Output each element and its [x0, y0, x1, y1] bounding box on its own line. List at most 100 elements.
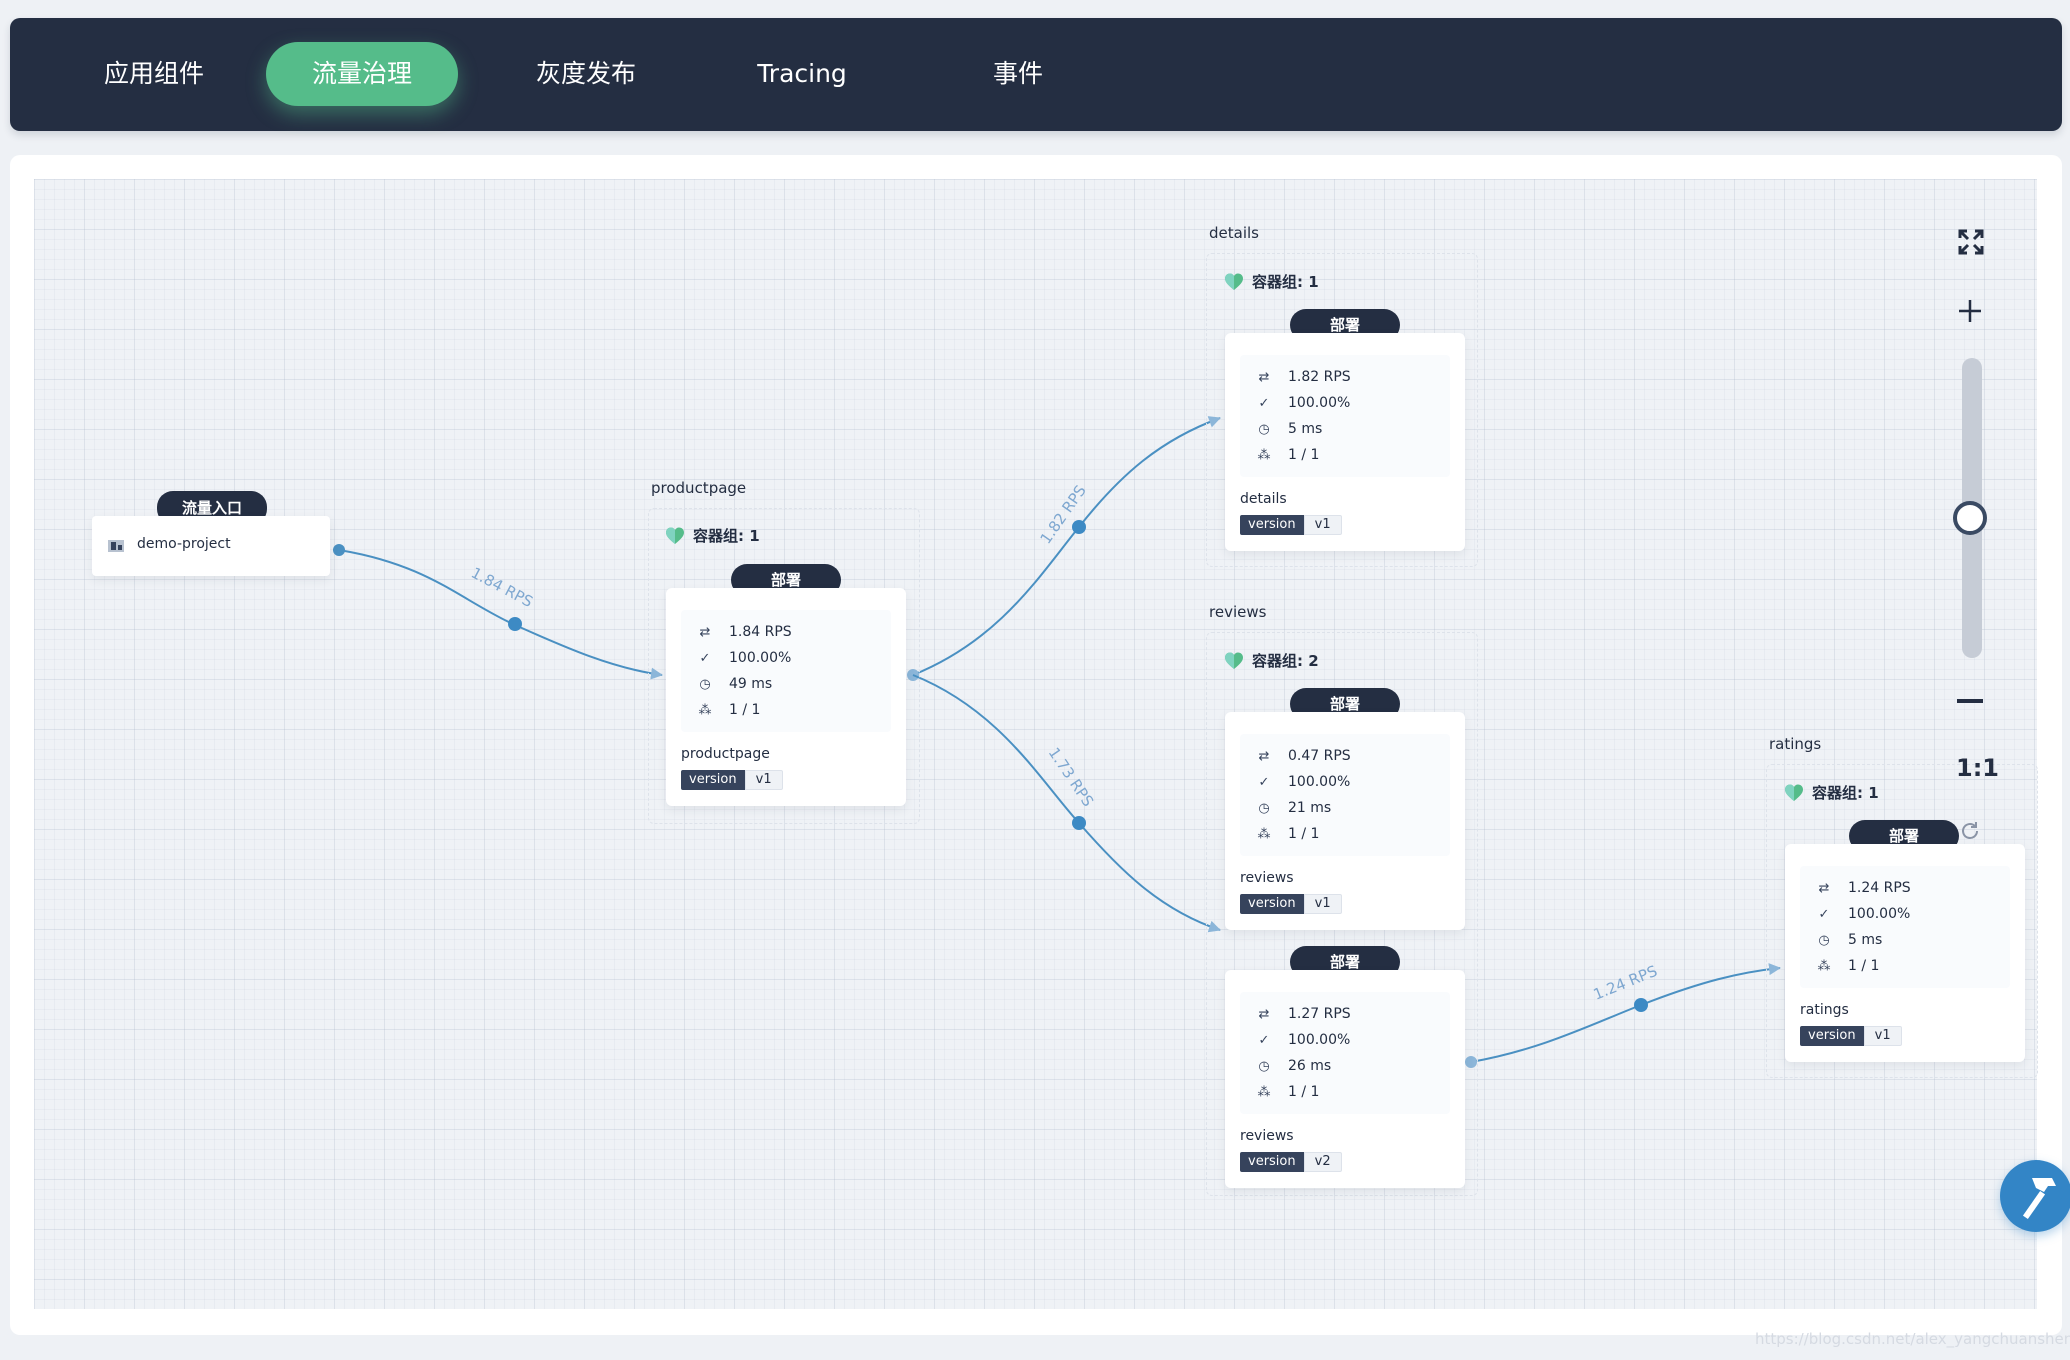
workload-card-ratings-v1[interactable]: ⇄1.24 RPS ✓100.00% ◷5 ms ⁂1 / 1 ratings …	[1785, 844, 2025, 1062]
tab-grayscale-release[interactable]: 灰度发布	[535, 59, 636, 88]
latency-icon: ◷	[1818, 932, 1830, 948]
rps-icon: ⇄	[1818, 880, 1830, 896]
workload-name: productpage	[681, 746, 770, 762]
heart-icon	[1785, 784, 1803, 801]
workload-card-details-v1[interactable]: ⇄1.82 RPS ✓100.00% ◷5 ms ⁂1 / 1 details …	[1225, 333, 1465, 551]
service-health-reviews: 容器组: 2	[1224, 650, 1319, 671]
workload-name: details	[1240, 491, 1287, 507]
tab-events[interactable]: 事件	[992, 59, 1043, 88]
metric-pods-value: 1 / 1	[729, 702, 761, 718]
latency-icon: ◷	[1258, 800, 1270, 816]
pods-icon: ⁂	[1257, 1084, 1271, 1100]
top-nav-bar: 应用组件 流量治理 灰度发布 Tracing 事件	[10, 18, 2062, 131]
pod-count-label: 容器组: 2	[1252, 652, 1319, 670]
tab-app-components[interactable]: 应用组件	[103, 59, 204, 88]
metric-success: ✓ 100.00%	[1240, 393, 1351, 413]
success-icon: ✓	[699, 650, 711, 666]
metric-success-value: 100.00%	[1288, 1032, 1351, 1048]
metric-rps: ⇄1.84 RPS	[681, 622, 792, 642]
topology-panel	[10, 155, 2062, 1335]
tag-key: version	[1240, 515, 1304, 535]
heart-icon	[1225, 652, 1243, 669]
service-health-details: 容器组: 1	[1224, 271, 1319, 292]
metric-pods: ⁂1 / 1	[1240, 824, 1320, 844]
workload-metrics: ⇄1.82 RPS ✓ 100.00% ◷ 5 ms ⁂1 / 1	[1240, 355, 1450, 477]
metric-pods: ⁂1 / 1	[1240, 445, 1320, 465]
metric-latency-value: 49 ms	[729, 676, 773, 692]
metric-success-value: 100.00%	[729, 650, 792, 666]
tag-value: v1	[744, 770, 783, 790]
workload-name: reviews	[1240, 1128, 1294, 1144]
workload-metrics: ⇄0.47 RPS ✓100.00% ◷21 ms ⁂1 / 1	[1240, 734, 1450, 856]
service-title-productpage: productpage	[651, 479, 747, 497]
service-health-ratings: 容器组: 1	[1784, 782, 1879, 803]
pod-count-label: 容器组: 1	[1812, 784, 1879, 802]
zoom-reset-button[interactable]: 1:1	[1956, 754, 1999, 782]
metric-latency-value: 26 ms	[1288, 1058, 1332, 1074]
project-name: demo-project	[137, 536, 231, 552]
watermark-text: https://blog.csdn.net/alex_yangchuanshen…	[1755, 1330, 2070, 1348]
workload-metrics: ⇄1.84 RPS ✓ 100.00% ◷ 49 ms ⁂1 / 1	[681, 610, 891, 732]
tab-tracing[interactable]: Tracing	[757, 59, 847, 88]
latency-icon: ◷	[1258, 421, 1270, 437]
toolbox-button[interactable]	[2000, 1160, 2070, 1232]
workload-card-reviews-v1[interactable]: ⇄0.47 RPS ✓100.00% ◷21 ms ⁂1 / 1 reviews…	[1225, 712, 1465, 930]
rps-icon: ⇄	[1258, 748, 1270, 764]
pods-icon: ⁂	[1257, 447, 1271, 463]
metric-rps: ⇄1.82 RPS	[1240, 367, 1351, 387]
refresh-icon[interactable]	[1959, 820, 1981, 842]
metric-latency-value: 5 ms	[1288, 421, 1323, 437]
success-icon: ✓	[1818, 906, 1830, 922]
tag-value: v2	[1303, 1152, 1342, 1172]
metric-success-value: 100.00%	[1288, 395, 1351, 411]
metric-success: ✓ 100.00%	[681, 648, 792, 668]
metric-rps: ⇄1.27 RPS	[1240, 1004, 1351, 1024]
latency-icon: ◷	[1258, 1058, 1270, 1074]
tag-key: version	[1240, 894, 1304, 914]
latency-icon: ◷	[699, 676, 711, 692]
rps-icon: ⇄	[1258, 1006, 1270, 1022]
metric-success-value: 100.00%	[1848, 906, 1911, 922]
tag-key: version	[1240, 1152, 1304, 1172]
project-icon	[108, 538, 124, 552]
metric-latency: ◷ 26 ms	[1240, 1056, 1331, 1076]
workload-card-productpage-v1[interactable]: ⇄1.84 RPS ✓ 100.00% ◷ 49 ms ⁂1 / 1 product…	[666, 588, 906, 806]
workload-metrics: ⇄1.24 RPS ✓100.00% ◷5 ms ⁂1 / 1	[1800, 866, 2010, 988]
pod-count-label: 容器组: 1	[1252, 273, 1319, 291]
tab-traffic-management[interactable]: 流量治理	[266, 42, 458, 106]
zoom-slider-handle[interactable]	[1953, 501, 1987, 535]
tag-value: v1	[1303, 894, 1342, 914]
fullscreen-icon[interactable]	[1957, 228, 1985, 256]
metric-rps: ⇄0.47 RPS	[1240, 746, 1351, 766]
tag-key: version	[681, 770, 745, 790]
topology-canvas[interactable]	[34, 179, 2037, 1309]
zoom-out-icon[interactable]	[1957, 699, 1983, 703]
tag-key: version	[1800, 1026, 1864, 1046]
traffic-entry-node[interactable]: demo-project	[92, 516, 330, 576]
success-icon: ✓	[1258, 395, 1270, 411]
tag-value: v1	[1863, 1026, 1902, 1046]
metric-pods: ⁂1 / 1	[681, 700, 761, 720]
hammer-icon	[2022, 1178, 2056, 1220]
metric-latency: ◷5 ms	[1800, 930, 1882, 950]
metric-pods-value: 1 / 1	[1848, 958, 1880, 974]
service-group-productpage	[648, 508, 920, 824]
success-icon: ✓	[1258, 1032, 1270, 1048]
service-group-ratings	[1766, 764, 2038, 1078]
service-health-productpage: 容器组: 1	[665, 525, 760, 546]
pods-icon: ⁂	[1817, 958, 1831, 974]
zoom-in-icon[interactable]	[1957, 298, 1983, 324]
heart-icon	[666, 527, 684, 544]
metric-pods: ⁂ 1 / 1	[1800, 956, 1880, 976]
workload-name: ratings	[1800, 1002, 1849, 1018]
workload-name: reviews	[1240, 870, 1294, 886]
metric-latency: ◷21 ms	[1240, 798, 1331, 818]
workload-card-reviews-v2[interactable]: ⇄1.27 RPS ✓100.00% ◷26 ms ⁂1 / 1 reviews…	[1225, 970, 1465, 1188]
metric-rps-value: 1.84 RPS	[729, 624, 792, 640]
metric-rps-value: 1.82 RPS	[1288, 369, 1351, 385]
metric-success: ✓ 100.00%	[1240, 1030, 1351, 1050]
pod-count-label: 容器组: 1	[693, 527, 760, 545]
